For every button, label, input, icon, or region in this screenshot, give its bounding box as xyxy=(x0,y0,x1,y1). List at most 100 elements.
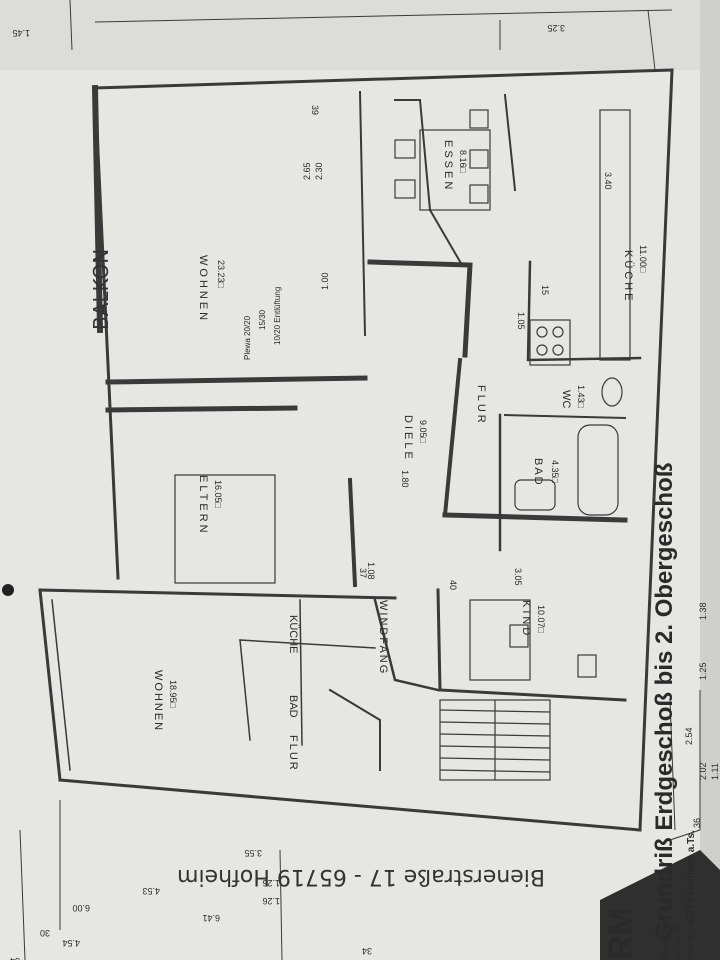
room-bad-right: BAD xyxy=(532,458,544,487)
dim-label: 1.05 xyxy=(516,312,526,330)
dim-line xyxy=(94,9,673,23)
stove xyxy=(529,319,571,366)
wall-left-apt-top xyxy=(38,588,397,600)
camera-glare xyxy=(2,584,14,596)
wall-chimney-2 xyxy=(105,405,298,413)
paper-shadow-top xyxy=(0,0,720,70)
dim-line xyxy=(669,699,676,831)
room-eltern-area: 16.05□ xyxy=(213,480,223,509)
room-kueche-right: KÜCHE xyxy=(622,250,634,304)
room-flur-left: FLUR xyxy=(287,735,299,772)
room-diele: DIELE xyxy=(402,415,414,462)
room-wc-area: 1.43□ xyxy=(576,385,586,409)
wall-outer-top xyxy=(93,68,674,90)
desk xyxy=(469,599,531,681)
chair xyxy=(469,149,489,169)
wall-bath-top xyxy=(503,413,627,420)
kitchen-counter xyxy=(599,109,631,361)
dim-label: 2.54 xyxy=(684,727,694,745)
room-wohnen-right: WOHNEN xyxy=(197,255,209,323)
wall-left-apt-bottom xyxy=(58,778,642,832)
wall-chimney xyxy=(105,375,368,385)
dim-label: 4.53 xyxy=(142,886,160,896)
plan-caption: Grundriß Erdgeschoß bis 2. Obergeschoß xyxy=(651,463,678,940)
chair xyxy=(394,139,416,159)
note-plewa-1: Plewa 20/20 xyxy=(243,315,252,360)
note-plewa-3: 10/20 Entlüftung xyxy=(273,287,282,345)
dim-label: 4.54 xyxy=(62,938,80,948)
dim-label: 3.40 xyxy=(603,172,613,190)
room-wc: WC xyxy=(560,390,572,408)
room-labels: WOHNEN 23.23□ ESSEN 8.16□ KÜCHE 11.00□ E… xyxy=(89,140,648,772)
dim-label: 37 xyxy=(358,568,368,578)
dim-label: 1.08 xyxy=(366,562,376,580)
wall-left-kitchen xyxy=(299,599,303,746)
stove-burner xyxy=(552,326,564,338)
wall-hall-2 xyxy=(526,260,642,362)
dim-label: 1.45 xyxy=(12,28,30,38)
screen-edge-right xyxy=(700,0,720,960)
dim-label: 1.80 xyxy=(400,470,410,488)
dim-label: 1.26 xyxy=(262,896,280,906)
room-kind: KIND xyxy=(520,600,532,638)
stamp-line1: Bau GmbH xyxy=(661,920,670,960)
room-diele-area: 9.05□ xyxy=(418,420,428,444)
wall-left-bath-2 xyxy=(239,639,251,741)
room-wohnen-right-area: 23.23□ xyxy=(216,260,226,289)
walls xyxy=(38,68,674,832)
chair xyxy=(469,184,489,204)
wall-outer-right xyxy=(638,68,674,832)
wall-left-flur xyxy=(328,688,381,771)
dim-label: 1.38 xyxy=(698,602,708,620)
company-stamp xyxy=(600,829,720,960)
dim-line xyxy=(69,0,73,51)
wall-windfang xyxy=(373,598,440,692)
dim-label: 39 xyxy=(310,105,320,115)
stamp-divider xyxy=(669,829,701,841)
dim-label: 1.00 xyxy=(320,272,330,290)
stamp-logo: RM xyxy=(602,907,640,960)
wall-dining-right xyxy=(503,93,517,192)
dim-label: 30 xyxy=(40,928,50,938)
stamp-line3: rtor 4 · 65719 Hofheim a.Ts. xyxy=(686,830,697,960)
room-wohnen-left: WOHNEN xyxy=(152,670,164,732)
dim-line xyxy=(19,829,26,960)
stove-burner xyxy=(536,326,548,338)
wall-hall-1 xyxy=(367,259,473,358)
wall-wohnen-essen xyxy=(358,90,367,337)
dim-line xyxy=(279,849,283,960)
wardrobe xyxy=(174,474,276,584)
dim-label: 2.30 xyxy=(314,162,324,180)
wall-flur-mid xyxy=(442,357,463,518)
dining-table xyxy=(419,129,491,211)
chair xyxy=(394,179,416,199)
balcony-label: BALKON xyxy=(89,249,113,330)
annotations: Plewa 20/20 15/30 10/20 Entlüftung xyxy=(243,287,282,360)
room-kind-area: 10.07□ xyxy=(536,605,546,634)
bathtub xyxy=(577,424,619,516)
room-essen: ESSEN xyxy=(442,140,454,192)
wall-diele-bottom xyxy=(442,512,628,523)
dim-label: 6.00 xyxy=(72,903,90,913)
stove-burner xyxy=(552,344,564,356)
wall-kind-top xyxy=(436,588,442,692)
wall-left-apt-left xyxy=(38,588,62,782)
room-flur-right: FLUR xyxy=(475,385,487,426)
dim-label: 2.02 xyxy=(698,762,708,780)
dim-label: 34 xyxy=(10,956,20,960)
chair-kind xyxy=(577,654,597,678)
wash-basin xyxy=(514,479,556,511)
dim-label: 3.55 xyxy=(244,848,262,858)
dim-label: 3.05 xyxy=(513,568,523,586)
room-bad-left: BAD xyxy=(287,695,299,718)
room-wohnen-left-area: 18.95□ xyxy=(168,680,178,709)
stamp-roof-icon xyxy=(600,850,720,960)
dim-label: 1.11 xyxy=(710,763,720,780)
room-windfang: WINDFANG xyxy=(377,600,389,675)
chair xyxy=(469,109,489,129)
wc-toilet xyxy=(601,377,623,407)
dim-label: 1.26 xyxy=(262,878,280,888)
dim-label: 34 xyxy=(362,946,372,956)
stove-burner xyxy=(536,344,548,356)
